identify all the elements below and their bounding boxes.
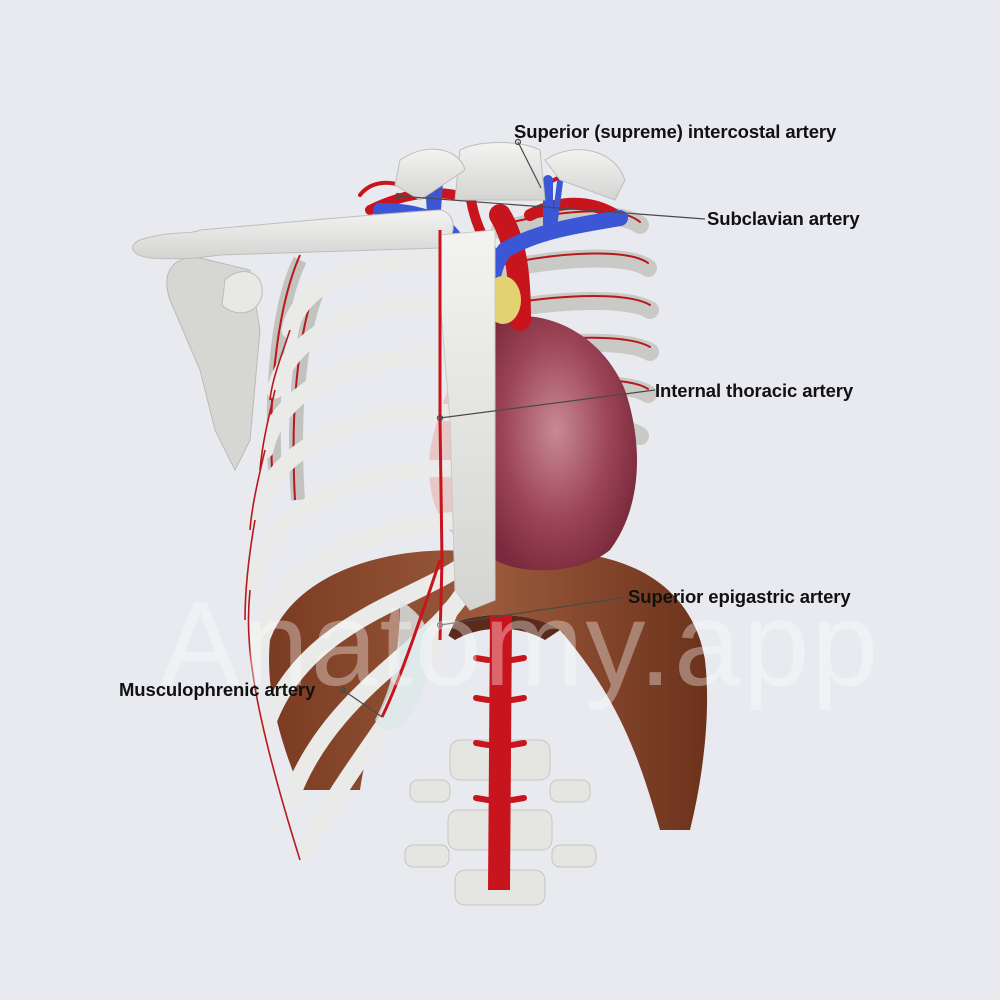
sternum <box>439 229 496 611</box>
leader-line-internal-thoracic <box>439 389 656 419</box>
leader-lines <box>339 138 706 718</box>
leader-line-subclavian <box>397 195 706 220</box>
label-superior-intercostal-artery[interactable]: Superior (supreme) intercostal artery <box>514 121 837 142</box>
clavicle <box>132 209 454 260</box>
leader-anchor-superior-intercostal <box>514 138 522 146</box>
rib-arteries <box>244 329 301 861</box>
leader-anchor-subclavian <box>394 192 402 200</box>
label-subclavian-artery[interactable]: Subclavian artery <box>707 208 860 229</box>
leader-line-musculophrenic <box>342 689 383 718</box>
label-internal-thoracic-artery[interactable]: Internal thoracic artery <box>655 380 854 401</box>
upper-vertebra <box>394 142 626 201</box>
leader-line-superior-epigastric <box>439 596 629 626</box>
leader-anchor-musculophrenic <box>339 686 347 694</box>
label-superior-epigastric-artery[interactable]: Superior epigastric artery <box>628 586 851 607</box>
leader-anchor-superior-epigastric <box>436 621 444 629</box>
internal-thoracic-artery <box>380 230 444 718</box>
scapula <box>166 257 263 472</box>
label-musculophrenic-artery[interactable]: Musculophrenic artery <box>119 679 316 700</box>
leader-anchor-internal-thoracic <box>436 414 444 422</box>
leader-line-superior-intercostal <box>517 141 542 189</box>
descending-aorta <box>473 615 527 890</box>
